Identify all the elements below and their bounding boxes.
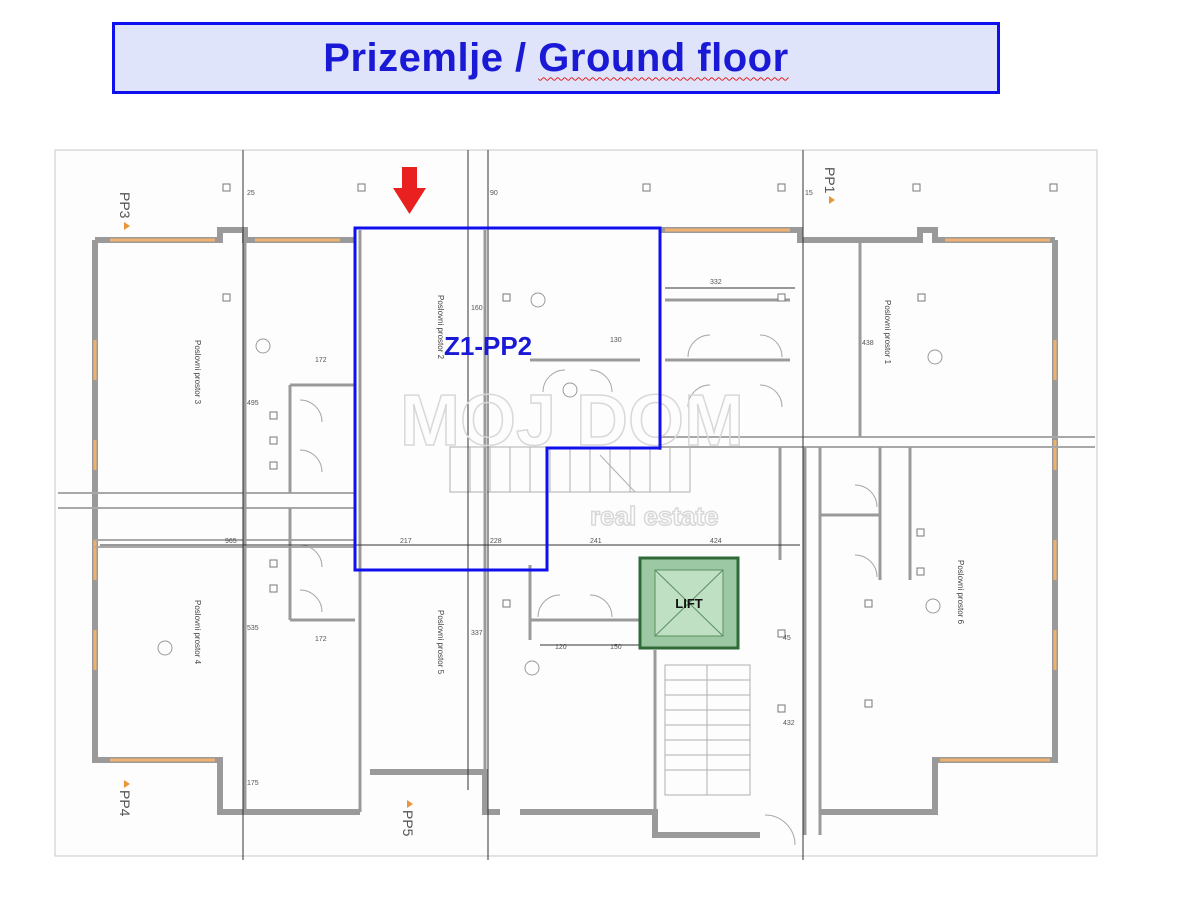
zone-outline-z1-pp2 <box>353 226 662 572</box>
dimension-labels: 172 172 965 217 228 241 424 332 130 120 … <box>225 190 874 787</box>
pp4-arrow-icon <box>124 780 130 788</box>
room-label-1: Poslovni prostor 1 <box>883 300 892 365</box>
columns <box>222 183 1058 713</box>
title-part-ground-floor: Ground floor <box>538 35 789 80</box>
door-swings <box>299 334 878 846</box>
dim-130: 130 <box>610 337 622 344</box>
zone-label: Z1-PP2 <box>444 331 532 361</box>
dimension-lines <box>100 150 804 860</box>
room-label-6: Poslovni prostor 6 <box>956 560 965 625</box>
red-arrow-icon <box>393 167 426 214</box>
title-part-prizemlje: Prizemlje / <box>323 35 539 80</box>
dim-535: 535 <box>247 625 259 632</box>
title-banner: Prizemlje / Ground floor <box>112 22 1000 94</box>
dim-424: 424 <box>710 538 722 545</box>
dim-120: 120 <box>555 644 567 651</box>
dim-25: 25 <box>247 190 255 197</box>
fixture-circles <box>157 292 943 676</box>
window-marks <box>93 228 1057 762</box>
pp1-arrow-icon <box>829 196 835 204</box>
plan-sheet <box>54 149 1098 857</box>
dim-175: 175 <box>247 780 259 787</box>
dim-432: 432 <box>783 720 795 727</box>
dim-45: 45 <box>783 635 791 642</box>
dim-965: 965 <box>225 538 237 545</box>
dim-15: 15 <box>805 190 813 197</box>
watermark-line2: real estate <box>590 501 719 531</box>
dim-438: 438 <box>862 340 874 347</box>
pp3-arrow-icon <box>124 222 130 230</box>
dim-160: 160 <box>471 305 483 312</box>
lift-diagonal <box>654 569 724 637</box>
lift-label: LIFT <box>675 596 702 611</box>
room-label-5: Poslovni prostor 5 <box>436 610 445 675</box>
page-title: Prizemlje / Ground floor <box>323 36 788 81</box>
dim-150: 150 <box>610 644 622 651</box>
room-label-2: Poslovni prostor 2 <box>436 295 445 360</box>
dim-332: 332 <box>710 279 722 286</box>
dim-228: 228 <box>490 538 502 545</box>
room-label-3: Poslovni prostor 3 <box>193 340 202 405</box>
corridors <box>58 436 1095 548</box>
lift: LIFT <box>638 556 740 650</box>
pp-label-pp5: PP5 <box>400 810 416 837</box>
dim-172-bottom: 172 <box>315 636 327 643</box>
interior-walls <box>243 230 912 835</box>
dim-172-top: 172 <box>315 357 327 364</box>
pp5-arrow-icon <box>407 800 413 808</box>
dim-495: 495 <box>247 400 259 407</box>
pp-labels: PP3 PP1 PP4 PP5 <box>117 167 838 837</box>
pp-label-pp4: PP4 <box>117 790 133 817</box>
room-label-4: Poslovni prostor 4 <box>193 600 202 665</box>
dim-337: 337 <box>471 630 483 637</box>
dim-217: 217 <box>400 538 412 545</box>
pp-label-pp3: PP3 <box>117 192 133 219</box>
pp-label-pp1: PP1 <box>822 167 838 194</box>
watermark: MOJ DOM real estate <box>399 380 745 532</box>
room-labels: Poslovni prostor 2 Poslovni prostor 3 Po… <box>193 295 965 675</box>
dim-90: 90 <box>490 190 498 197</box>
dim-241: 241 <box>590 538 602 545</box>
stairs-lower <box>664 664 751 796</box>
